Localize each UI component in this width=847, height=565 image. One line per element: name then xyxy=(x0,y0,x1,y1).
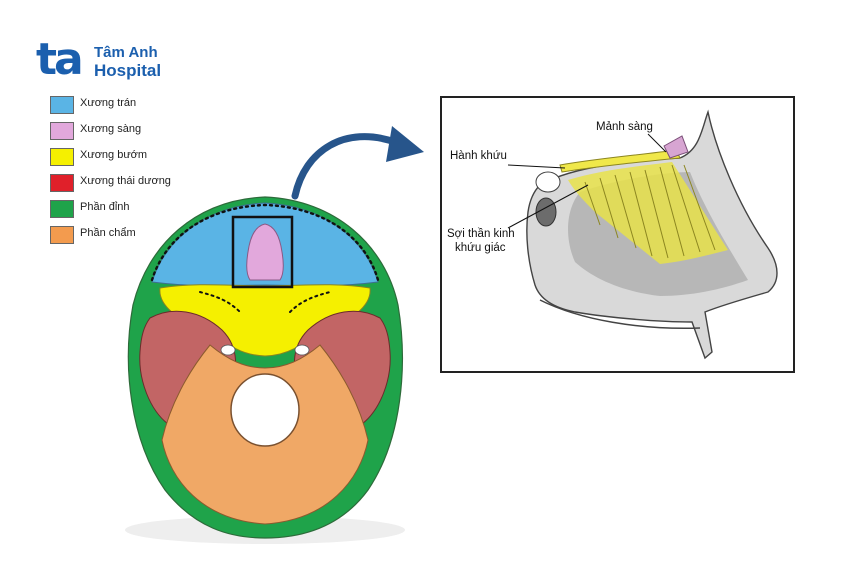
zoom-arrow-head xyxy=(386,126,424,162)
legend-item-occipital: Phần chẩm xyxy=(50,226,210,246)
foramen-left xyxy=(220,344,236,356)
cribriform-plate-shape xyxy=(663,135,689,159)
anterior-fossa-dotted-line xyxy=(150,203,380,282)
zoom-arrow xyxy=(291,133,399,200)
label-cribriform-plate: Mảnh sàng xyxy=(596,121,653,133)
ethmoid-highlight-box xyxy=(231,215,294,289)
label-olfactory-bulb: Hành khứu xyxy=(450,150,507,162)
legend-label-sphenoid: Xương bướm xyxy=(80,149,148,161)
ethmoid-bone-region xyxy=(246,223,284,281)
legend-swatch-temporal xyxy=(50,174,74,192)
logo-name-line2: Hospital xyxy=(94,61,162,80)
legend-swatch-frontal xyxy=(50,96,74,114)
olfactory-fiber-lines xyxy=(584,164,716,259)
olfactory-nerve-fibers xyxy=(568,162,728,264)
legend-item-sphenoid: Xương bướm xyxy=(50,148,210,168)
legend-item-ethmoid: Xương sàng xyxy=(50,122,210,142)
sinus-cell-2 xyxy=(535,197,557,227)
foramen-magnum xyxy=(230,373,300,447)
label-olfactory-nerve-line1: Sợi thần kinh xyxy=(447,228,515,240)
legend-item-temporal: Xương thái dương xyxy=(50,174,210,194)
label-olfactory-nerve-line2: khứu giác xyxy=(455,242,506,254)
sphenoid-ridge-dotted-line xyxy=(199,291,331,313)
legend-swatch-parietal xyxy=(50,200,74,218)
legend-label-ethmoid: Xương sàng xyxy=(80,123,142,135)
palate-curve xyxy=(539,299,701,329)
legend-swatch-occipital xyxy=(50,226,74,244)
legend-item-frontal: Xương trán xyxy=(50,96,210,116)
foramen-right xyxy=(294,344,310,356)
legend-swatch-sphenoid xyxy=(50,148,74,166)
legend-label-temporal: Xương thái dương xyxy=(80,175,171,187)
legend-item-parietal: Phần đỉnh xyxy=(50,200,210,220)
legend-swatch-ethmoid xyxy=(50,122,74,140)
leader-line-bulb xyxy=(507,164,566,169)
leader-line-cribriform xyxy=(647,133,667,153)
leader-line-nerve xyxy=(507,184,589,229)
logo-name-line1: Tâm Anh xyxy=(94,44,158,61)
logo-mark: ta xyxy=(36,34,84,85)
hospital-logo: ta Tâm Anh Hospital xyxy=(36,34,176,86)
legend-label-parietal: Phần đỉnh xyxy=(80,201,130,213)
olfactory-bulb-band xyxy=(559,149,681,173)
nasal-cavity-illustration xyxy=(526,109,778,360)
legend-label-occipital: Phần chẩm xyxy=(80,227,136,239)
sinus-cell-1 xyxy=(535,171,561,193)
legend-label-frontal: Xương trán xyxy=(80,97,137,109)
